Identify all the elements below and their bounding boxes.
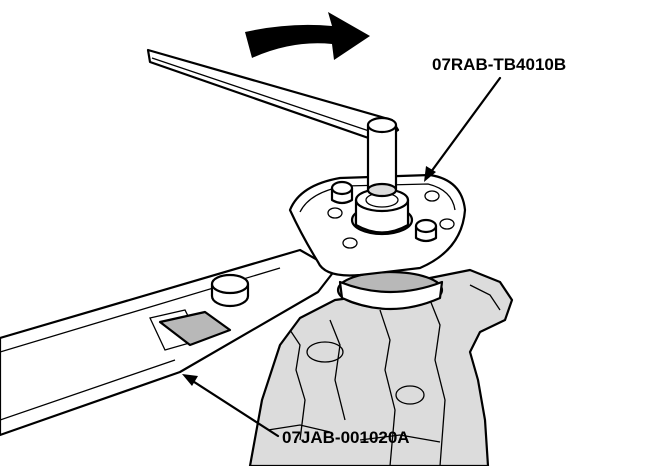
bolt-left: [330, 180, 354, 205]
pinion-boss: [336, 270, 444, 311]
callout-label-tool-top: 07RAB-TB4010B: [432, 55, 566, 74]
center-socket: [350, 187, 414, 236]
upper-handle-bar: [146, 48, 400, 198]
bolt-hole-icon: [342, 237, 358, 249]
bolt-hole-icon: [327, 207, 343, 219]
bolt-hole-icon: [439, 218, 455, 230]
leader-top: [424, 76, 502, 182]
bolt-hole-icon: [424, 190, 440, 202]
rotation-arrow-icon: [245, 12, 370, 60]
lower-flat-bar: [0, 248, 337, 437]
bar-knob: [210, 273, 250, 308]
transmission-housing: [248, 268, 514, 466]
bolt-right: [414, 218, 438, 243]
leader-bottom: [182, 374, 280, 438]
callout-label-tool-bottom: 07JAB-001020A: [282, 428, 410, 447]
